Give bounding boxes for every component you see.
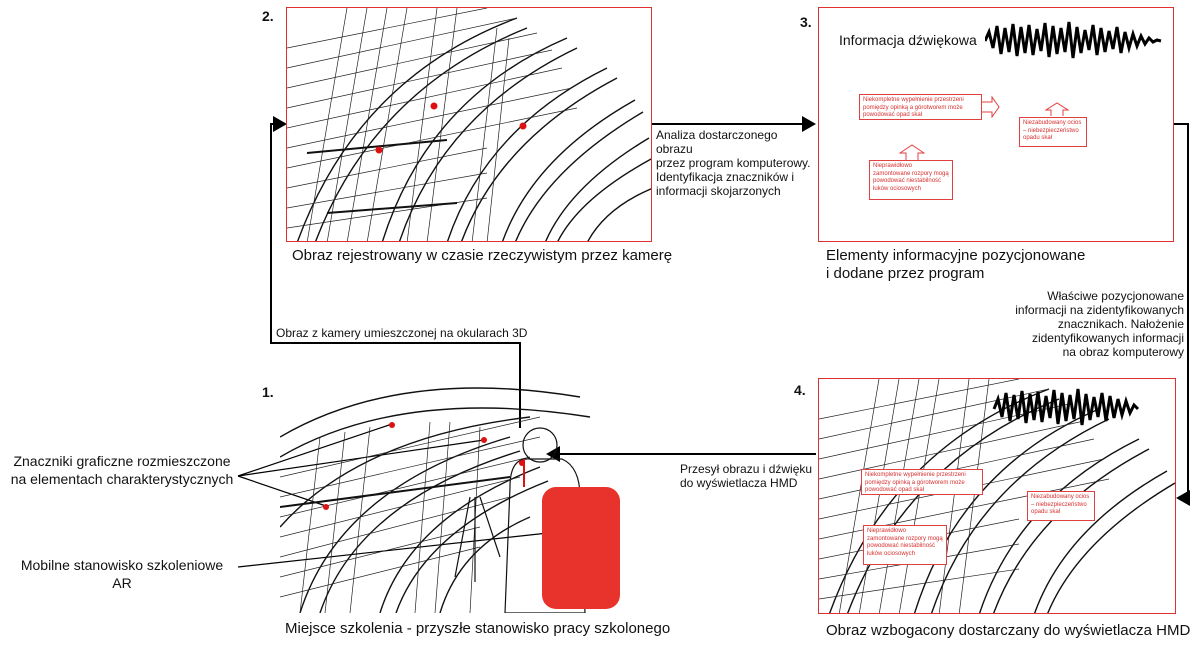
pointer-mobile-station [237, 532, 549, 568]
hmd-note-struts: Nieprawidłowo zamontowane rozpory mogą p… [863, 525, 947, 565]
mobile-station-label: Mobilne stanowisko szkoleniowe AR [8, 556, 236, 592]
note-arrow-up-icon [1045, 102, 1069, 116]
hmd-image-frame: Niekompletne wypełnienie przestrzeni pom… [818, 378, 1176, 614]
markers-label-line1: Znaczniki graficzne rozmieszczone [13, 453, 231, 469]
markers-label-line2: na elementach charakterystycznych [10, 471, 234, 487]
tripod [454, 496, 501, 582]
overlay-line: znacznikach. Nałożenie [1057, 317, 1184, 331]
marker-dot [375, 146, 383, 154]
analysis-line: Identyfikacja znaczników i [656, 170, 795, 184]
step3-caption-line2: i dodane przez program [826, 265, 985, 282]
step-number-3: 3. [800, 14, 812, 30]
overlay-line: na obraz komputerowy [1062, 345, 1184, 359]
pointer-marker-1 [237, 423, 393, 477]
overlay-arrow-label: Właściwe pozycjonowane informacji na zid… [1000, 289, 1184, 359]
analysis-line: przez program komputerowy. [656, 156, 811, 170]
overlay-line: informacji na zidentyfikowanych [1015, 303, 1184, 317]
analysis-line: informacji skojarzonych [656, 184, 781, 198]
hmd-note-sidewall: Niezabudowany ocios – niebezpieczeństwo … [1027, 491, 1095, 521]
pointer-marker-3 [237, 475, 327, 507]
step3-caption-line1: Elementy informacyjne pozycjonowane [826, 247, 1086, 264]
step-number-4: 4. [794, 382, 806, 398]
marker-dot [430, 102, 438, 110]
hmd-note-backfill: Niekompletne wypełnienie przestrzeni pom… [861, 469, 983, 495]
tunnel-illustration [287, 8, 651, 241]
step-number-2: 2. [262, 8, 274, 24]
info-note-backfill: Niekompletne wypełnienie przestrzeni pom… [859, 94, 982, 120]
camera-arrow-label: Obraz z kamery umieszczonej na okularach… [274, 326, 530, 340]
info-note-sidewall: Niezabudowany ocios – niebezpieczeństwo … [1019, 117, 1087, 147]
step4-caption: Obraz wzbogacony dostarczany do wyświetl… [826, 622, 1191, 639]
marker-dot [481, 437, 487, 443]
marker-dot [519, 460, 525, 466]
analysis-arrow-label: Analiza dostarczonego obrazu przez progr… [656, 128, 816, 198]
note-arrow-up-icon [899, 144, 925, 160]
camera-image-frame [286, 7, 652, 242]
overlay-line: Właściwe pozycjonowane [1047, 289, 1184, 303]
info-note-struts: Nieprawidłowo zamontowane rozpory mogą p… [869, 160, 953, 200]
arrow-camera-to-capture [270, 116, 521, 428]
marker-dot [389, 422, 395, 428]
step2-caption: Obraz rejestrowany w czasie rzeczywistym… [292, 247, 673, 264]
transmit-arrow-label: Przesył obrazu i dźwięku do wyświetlacza… [680, 462, 820, 490]
transmit-line: do wyświetlacza HMD [680, 476, 798, 490]
markers-label: Znaczniki graficzne rozmieszczone na ele… [8, 452, 236, 488]
info-elements-frame: Informacja dźwiękowa Niekompletne wypełn… [818, 7, 1174, 242]
audio-waveform-icon [985, 21, 1162, 59]
step1-caption: Miejsce szkolenia - przyszłe stanowisko … [285, 620, 671, 637]
transmit-line: Przesył obrazu i dźwięku [680, 462, 813, 476]
backpack-station [542, 487, 620, 609]
training-site-image [280, 377, 656, 613]
audio-info-label: Informacja dźwiękowa [839, 32, 977, 48]
tunnel-with-trainee-illustration [280, 387, 620, 613]
marker-dot [323, 504, 329, 510]
marker-dot [519, 122, 527, 130]
mobile-label-line2: AR [112, 575, 132, 591]
hmd-audio-waveform-icon [992, 388, 1140, 426]
arrow-analysis-to-hmd [1174, 123, 1190, 506]
mobile-label-line1: Mobilne stanowisko szkoleniowe [20, 557, 224, 573]
step-number-1: 1. [262, 384, 274, 400]
overlay-line: zidentyfikowanych informacji [1031, 331, 1184, 345]
enriched-tunnel-illustration [819, 379, 1175, 613]
analysis-line: Analiza dostarczonego obrazu [656, 128, 778, 156]
note-arrow-right-icon [982, 96, 1000, 118]
